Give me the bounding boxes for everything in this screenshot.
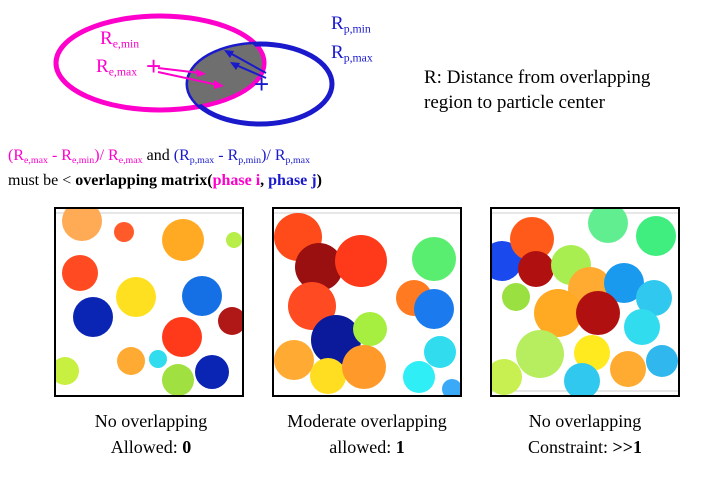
grain [646,345,678,377]
grain [502,283,530,311]
grain [56,357,79,385]
grain [335,235,387,287]
grain [516,330,564,378]
blue-arrow-upper [229,52,267,74]
overlap-formula: (Re,max - Re,min)/ Re,max and (Rp,max - … [8,146,322,191]
grain [162,219,204,261]
caption-no-overlap: No overlapping Allowed: 0 [94,411,208,457]
grain [218,307,242,335]
grain [295,243,343,291]
grain [576,291,620,335]
grain [492,359,522,395]
panel-constraint [490,207,680,397]
grain [353,312,387,346]
grain [414,289,454,329]
formula-line-1: (Re,max - Re,min)/ Re,max and (Rp,max - … [8,147,311,166]
grain [518,251,554,287]
panel-constraint-image [492,209,678,395]
grain [114,222,134,242]
grain [162,317,202,357]
grain [403,361,435,393]
overlapping-region [188,44,262,108]
overlap-schematic [53,13,335,127]
panel-no-overlap [54,207,244,397]
grain [182,276,222,316]
grain [412,237,456,281]
grain [534,289,582,337]
grain [636,216,676,256]
grain [73,297,113,337]
grain [342,345,386,389]
grain [604,263,644,303]
magenta-arrow-lower [157,71,219,86]
grain [610,351,646,387]
caption-constraint: No overlapping Constraint: >>1 [527,411,642,457]
grain [195,355,229,389]
grain [564,363,600,395]
grain [574,335,610,371]
blue-arrow-lower [235,64,267,79]
grain [510,217,554,261]
panel-no-overlap-image [56,209,242,395]
panel-moderate-overlap [272,207,462,397]
grain [162,364,194,395]
grain [62,255,98,291]
caption-moderate-overlap: Moderate overlapping allowed: 1 [287,411,447,457]
grain [62,209,102,241]
grain [624,309,660,345]
formula-line-2: must be < overlapping matrix(phase i, ph… [8,171,322,189]
label-rp-max: Rp,max [331,42,373,65]
label-re-max: Re,max [96,56,138,79]
magenta-particle-ellipse [53,13,267,113]
grain [424,336,456,368]
panel-moderate-overlap-image [274,212,460,395]
grain [116,277,156,317]
grain [310,358,346,394]
blue-center-plus: + [254,69,270,99]
grain [149,350,167,368]
grain [274,340,314,380]
magenta-arrow-upper [157,67,201,74]
grain [117,347,145,375]
grain [636,280,672,316]
distance-note: R: Distance from overlapping region to p… [424,67,651,113]
grain [588,209,628,243]
label-re-min: Re,min [100,28,140,51]
grain [442,379,460,395]
grain [226,232,242,248]
magenta-center-plus: + [146,51,162,81]
label-rp-min: Rp,min [331,13,371,36]
grain [288,282,336,330]
